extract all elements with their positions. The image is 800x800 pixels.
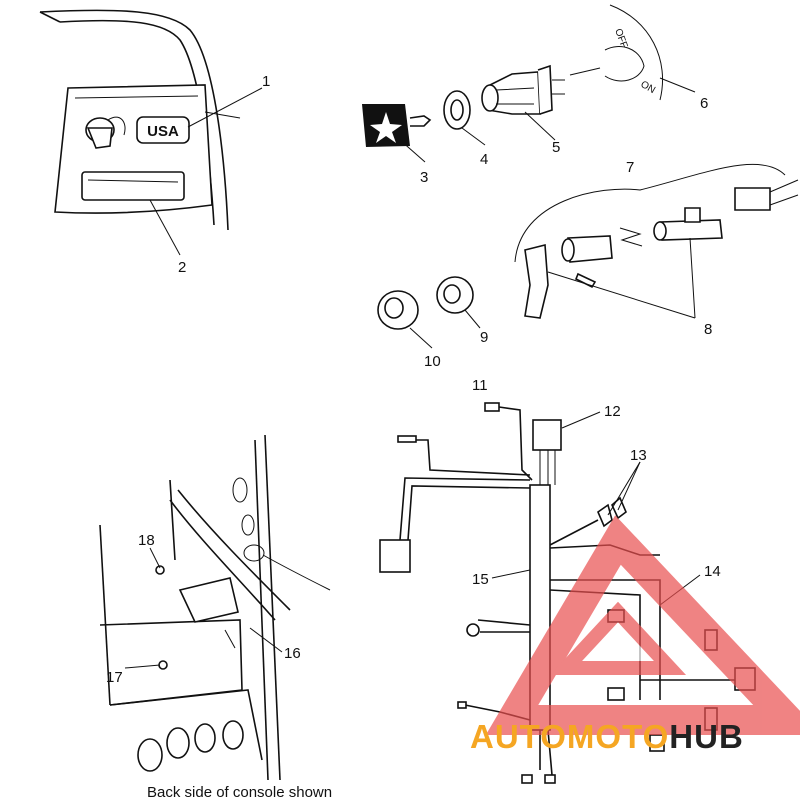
callout-3: 3 [420,169,428,186]
callout-12: 12 [604,403,621,420]
callout-9: 9 [480,329,488,346]
console-back [99,434,331,781]
watermark-part-auto: AUTO [470,718,567,755]
callout-10: 10 [424,353,441,370]
callout-11: 11 [472,377,488,394]
lock-ring-icon [377,290,419,330]
callout-7: 7 [626,159,634,176]
washer-icon [436,276,474,314]
callout-5: 5 [552,139,560,156]
watermark-part-moto: MOTO [566,718,670,755]
diagram-caption: Back side of console shown [147,784,332,800]
callout-13: 13 [630,447,647,464]
callout-18: 18 [138,532,155,549]
callout-1: 1 [262,73,270,90]
callout-8: 8 [704,321,712,338]
off-on-decal: OFF ON [569,4,664,101]
watermark-text: AUTOMOTOHUB [470,718,795,758]
on-label: ON [639,79,657,96]
usa-badge [136,116,190,144]
console-front: USA [39,9,241,231]
callout-2: 2 [178,259,186,276]
watermark-logo-icon [485,515,800,735]
key-bezel-icon [362,104,432,147]
ignition-switch-icon [481,64,565,115]
callout-15: 15 [472,571,489,588]
callout-6: 6 [700,95,708,112]
usa-badge-label: USA [147,123,179,140]
leader-lines [124,77,701,669]
throttle-switch-assembly [514,163,799,319]
key-switch-icon [85,116,126,149]
nut-icon [443,90,471,130]
watermark-part-hub: HUB [669,718,744,755]
callout-16: 16 [284,645,301,662]
callout-14: 14 [704,563,721,580]
console-lens [81,171,185,201]
callout-4: 4 [480,151,488,168]
callout-17: 17 [106,669,123,686]
